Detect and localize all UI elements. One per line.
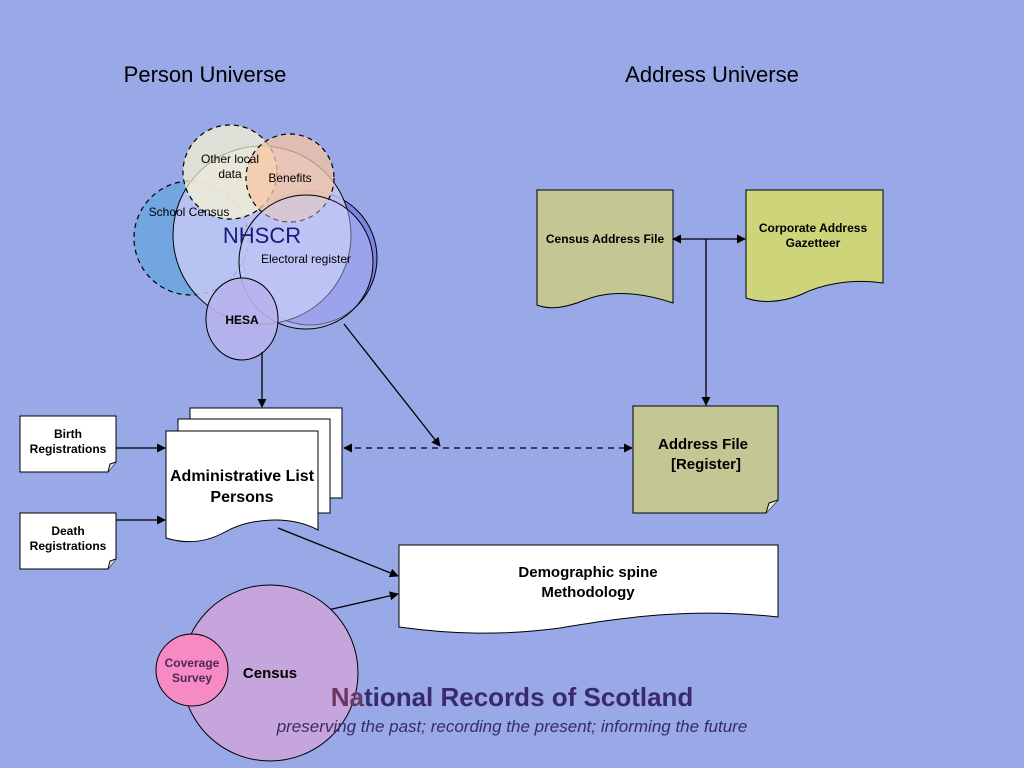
school-census-label: School Census	[149, 205, 230, 219]
benefits-circle	[245, 133, 335, 223]
admin-list-to-spine-arrow	[277, 527, 399, 578]
death-registrations-label-2: Registrations	[30, 539, 107, 553]
coverage-survey-label: Coverage	[165, 656, 220, 670]
electoral-register-overlap-outline	[238, 194, 374, 330]
demographic-spine-label-2: Methodology	[541, 584, 635, 601]
address-universe-heading: Address Universe	[625, 62, 799, 87]
birth-registrations-label-2: Registrations	[30, 442, 107, 456]
organisation-tagline: preserving the past; recording the prese…	[276, 717, 748, 736]
nhscr-label: NHSCR	[223, 223, 301, 248]
admin-list-document-front	[165, 430, 319, 543]
electoral-to-link-arrow	[343, 323, 441, 447]
person-universe-heading: Person Universe	[124, 62, 287, 87]
electoral-register-label: Electoral register	[261, 252, 351, 266]
death-registrations-fold	[107, 558, 117, 570]
other-local-data-label: Other local	[201, 152, 259, 166]
address-file-fold	[765, 499, 779, 514]
organisation-name-accent: Na	[331, 682, 365, 712]
hesa-label: HESA	[225, 313, 259, 327]
admin-list-label-2: Persons	[210, 489, 273, 506]
census-address-file-label: Census Address File	[546, 232, 665, 246]
coverage-survey-circle	[155, 633, 229, 707]
census-address-file-document	[536, 189, 674, 309]
birth-registrations-fold	[107, 461, 117, 473]
other-local-data-label-2: data	[218, 167, 242, 181]
address-file-label-2: [Register]	[671, 456, 741, 473]
corporate-gazetteer-label: Corporate Address	[759, 221, 868, 235]
census-label: Census	[243, 665, 297, 682]
organisation-name-rest: tional Records of Scotland	[364, 682, 693, 712]
corporate-gazetteer-label-2: Gazetteer	[786, 236, 841, 250]
organisation-name: National Records of Scotland	[331, 682, 694, 712]
birth-registrations-label: Birth	[54, 427, 82, 441]
demographic-spine-label: Demographic spine	[518, 564, 657, 581]
demographic-spine-document	[398, 544, 779, 634]
address-file-label: Address File	[658, 436, 748, 453]
hesa-ellipse	[205, 277, 279, 361]
admin-list-label: Administrative List	[170, 468, 315, 485]
death-registrations-label: Death	[51, 524, 84, 538]
coverage-survey-label-2: Survey	[172, 671, 212, 685]
census-to-spine-arrow	[327, 591, 399, 611]
benefits-label: Benefits	[268, 171, 311, 185]
corporate-gazetteer-document	[745, 189, 884, 302]
